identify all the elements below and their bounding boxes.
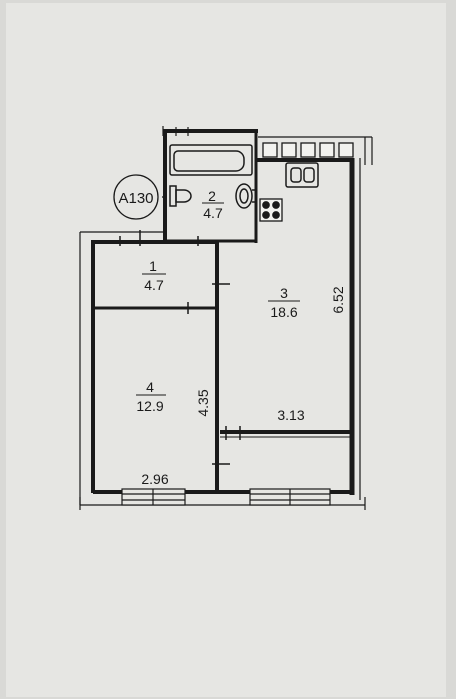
room-area: 4.7 [144,277,164,293]
apartment-code: A130 [118,190,153,207]
bathtub-icon [169,144,253,176]
room-number: 1 [149,258,157,274]
apartment-code-badge: A130 [113,174,167,220]
paper-sheet [6,3,446,697]
room4-width-dimension: 2.96 [141,471,168,487]
room-area: 4.7 [203,205,223,221]
inner-walls [93,239,350,492]
windows [121,488,331,506]
room-number: 3 [280,285,288,301]
outer-walls [79,126,373,510]
room4-height-dimension: 4.35 [195,389,211,416]
kitchen-sink-icon [285,162,319,188]
stove-icon [259,198,283,222]
door-markers [119,230,241,465]
room-area: 12.9 [136,398,163,414]
room3-height-dimension: 6.52 [330,286,346,313]
room3-width-dimension: 3.13 [277,407,304,423]
room-1-label: 1 4.7 [142,258,166,293]
room-3-label: 3 18.6 [268,285,300,320]
washbasin-icon [235,183,255,209]
toilet-icon [169,185,192,207]
room-2-label: 2 4.7 [202,188,224,221]
room-number: 4 [146,379,154,395]
kitchen-counter [262,142,354,158]
room-4-label: 4 12.9 [136,379,166,414]
room-area: 18.6 [270,304,297,320]
room-number: 2 [208,188,216,204]
